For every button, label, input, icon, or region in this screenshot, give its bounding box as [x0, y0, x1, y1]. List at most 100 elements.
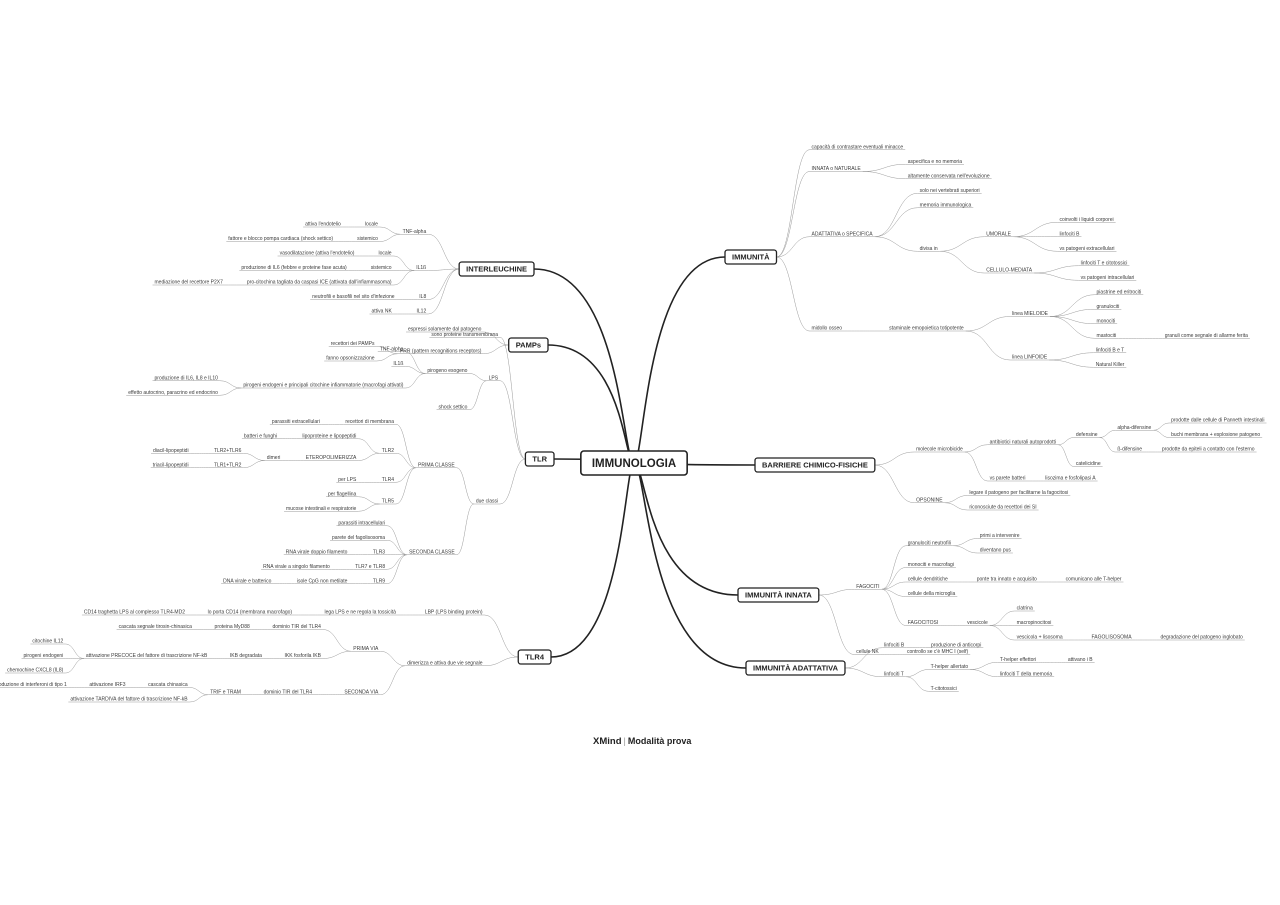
main-topic-box-barriere-chimico-fisiche[interactable] [754, 457, 876, 473]
main-topic-box-immunita[interactable] [724, 249, 778, 265]
topic-dimerizza-e-attiva-due-vie-segnale: dimerizza e attiva due vie segnale [407, 660, 483, 666]
topic-primi-a-intervenire: primi a intervenire [980, 533, 1020, 539]
trial-watermark: XMind|Modalità prova [593, 736, 691, 747]
topic-lo-porta-cd14-membrana-macrofago: lo porta CD14 (membrana macrofago) [208, 610, 293, 616]
topic-memoria-immunologica: memoria immunologica [920, 202, 972, 208]
topic-lega-lps-e-ne-regola-la-tossicita: lega LPS e ne regola la tossicità [324, 610, 396, 616]
main-topic-immunita-innata: IMMUNITÀ INNATA [745, 591, 812, 600]
topic-produzione-di-il6-il8-e-il10: produzione di IL6, IL8 e IL10 [155, 375, 219, 381]
topic-vescicole: vescicole [967, 620, 988, 626]
topic-per-flagellina: per flagellina [328, 491, 357, 497]
topic-antibiotici-naturali-autoprodotti: antibiotici naturali autoprodotti [990, 439, 1056, 445]
topic-vs-patogeni-intracellulari: vs patogeni intracellulari [1081, 275, 1135, 281]
central-topic-box[interactable] [580, 450, 688, 476]
topic-vasodilatazione-attiva-l-endotelio: vasodilatazione (attiva l'endotelio) [280, 251, 355, 257]
topic-catelicidine: catelicidine [1076, 461, 1101, 467]
main-topic-tlr4: TLR4 [525, 653, 545, 662]
topic-effetto-autocrino-paracrino-ed-endocrino: effetto autocrino, paracrino ed endocrin… [128, 390, 218, 396]
topic-lipoproteine-e-lipopeptidi: lipoproteine e lipopeptidi [302, 433, 356, 439]
topic-tnf-alpha: TNF-alpha [380, 346, 404, 352]
topic-pro-citochina-tagliata-da-caspasi-ice-at: pro-citochina tagliata da caspasi ICE (a… [247, 280, 392, 286]
topic-fagolisosoma: FAGOLISOSOMA [1092, 635, 1133, 641]
topic-diventano-pus: diventano pus [980, 548, 1012, 554]
watermark-mode: Modalità prova [627, 736, 692, 746]
topic-parassiti-extracellulari: parassiti extracellulari [272, 419, 320, 425]
topic-molecole-microbicide: molecole microbicide [916, 447, 963, 453]
topic-linfociti-b-e-t: linfociti B e T [1096, 347, 1125, 353]
topic-tlr2-tlr6: TLR2+TLR6 [214, 448, 242, 454]
topic-cascata-segnale-tirosin-chinasica: cascata segnale tirosin-chinasica [119, 624, 193, 630]
topic-capacita-di-contrastare-eventuali-minacc: capacità di contrastare eventuali minacc… [812, 144, 904, 150]
topic-produzione-di-anticorpi: produzione di anticorpi [931, 642, 981, 648]
central-topic: IMMUNOLOGIA [592, 458, 676, 470]
topic-t-helper-allertato: T-helper allertato [931, 664, 969, 670]
topic-sistemico: sistemico [371, 265, 392, 271]
topic-tlr2: TLR2 [382, 448, 394, 454]
topic-linfociti-t-della-memoria: linfociti T della memoria [1000, 671, 1053, 677]
topic-lps: LPS [489, 375, 499, 381]
topic-cellulo-mediata: CELLULO-MEDIATA [986, 268, 1033, 274]
topic-vescicola-lisosoma: vescicola + lisosoma [1017, 635, 1063, 641]
main-topic-box-tlr4[interactable] [517, 649, 552, 665]
topic-linea-mieloide: linea MIELOIDE [1012, 311, 1049, 317]
topic-difensine: ß-difensine [1117, 447, 1142, 453]
topic-trif-e-tram: TRIF e TRAM [210, 689, 241, 695]
topic-tlr4: TLR4 [382, 477, 394, 483]
topic-linfociti-b: linfociti B [1059, 231, 1080, 237]
topic-fagociti: FAGOCITI [856, 584, 879, 590]
topic-attivazione-irf3: attivazione IRF3 [89, 682, 125, 688]
topic-opsonine: OPSONINE [916, 497, 943, 503]
watermark-separator: | [623, 736, 626, 746]
topic-innata-o-naturale: INNATA o NATURALE [812, 166, 862, 172]
main-topic-box-tlr[interactable] [524, 451, 555, 467]
topic-divisa-in: divisa in [920, 246, 938, 252]
topic-lisozima-e-fosfolipasi-a: lisozima e fosfolipasi A [1045, 476, 1096, 482]
main-topic-box-immunita-adattativa[interactable] [745, 660, 846, 676]
main-topic-immunita-adattativa: IMMUNITÀ ADATTATIVA [753, 664, 839, 673]
topic-legare-il-patogeno-per-facilitarne-la-fa: legare il patogeno per facilitarne la fa… [969, 490, 1068, 496]
topic-per-lps: per LPS [338, 477, 357, 483]
main-topic-box-immunita-innata[interactable] [737, 587, 820, 603]
topic-isole-cpg-non-metilate: isole CpG non metilate [297, 578, 348, 584]
topic-ponte-tra-innato-e-acquisito: ponte tra innato e acquisito [977, 577, 1037, 583]
main-topic-box-pamps[interactable] [508, 337, 549, 353]
topic-cd14-traghetta-lps-al-complesso-tlr4-md2: CD14 traghetta LPS al complesso TLR4-MD2 [84, 610, 185, 616]
topic-fanno-opsonizzazione: fanno opsonizzazione [326, 356, 375, 362]
topic-comunicano-alle-t-helper: comunicano alle T-helper [1066, 577, 1122, 583]
topic-linfociti-t-e-citotossici: linfociti T e citotossici [1081, 260, 1128, 266]
topic-pirogeno-esogeno: pirogeno esogeno [427, 368, 467, 374]
topic-solo-nei-vertebrati-superiori: solo nei vertebrati superiori [920, 188, 980, 194]
topic-il1: IL1ß [416, 265, 426, 271]
main-topic-barriere-chimico-fisiche: BARRIERE CHIMICO-FISICHE [762, 461, 868, 470]
topic-t-helper-effettori: T-helper effettori [1000, 657, 1036, 663]
topic-degradazione-del-patogeno-inglobato: degradazione del patogeno inglobato [1160, 635, 1243, 641]
topic-attiva-l-endotelio: attiva l'endotelio [305, 222, 341, 228]
topic-locale: locale [365, 222, 378, 228]
topic-dimeri: dimeri [267, 455, 281, 461]
topic-chemochine-cxcl8-il8: chemochine CXCL8 (IL8) [7, 668, 63, 674]
topic-ikk-fosforila-ikb: IKK fosforila IKB [285, 653, 322, 659]
topic-seconda-classe: SECONDA CLASSE [409, 549, 455, 555]
topic-vs-patogeni-extracellulari: vs patogeni extracellulari [1059, 246, 1114, 252]
topic-pirogeni-endogeni-e-principali-citochine: pirogeni endogeni e principali citochine… [243, 383, 403, 389]
topic-diacil-lipopeptidi: diacil-lipopeptidi [153, 448, 189, 454]
topic-prodotte-dalle-cellule-di-panneth-intest: prodotte dalle cellule di Panneth intest… [1171, 418, 1264, 424]
topic-eteropolimerizza: ETEROPOLIMERIZZA [306, 455, 357, 461]
main-topic-box-interleuchine[interactable] [458, 261, 535, 277]
topic-coinvolti-i-liquidi-corporei: coinvolti i liquidi corporei [1059, 217, 1113, 223]
topic-recettori-di-membrana: recettori di membrana [345, 419, 394, 425]
topic-granulociti: granulociti [1097, 304, 1120, 310]
topic-il1: IL1ß [393, 361, 403, 367]
topic-parassiti-intracellulari: parassiti intracellulari [338, 520, 385, 526]
topic-staminale-emopoietica-totipotente: staminale emopoietica totipotente [889, 326, 964, 332]
topic-seconda-via: SECONDA VIA [344, 689, 379, 695]
topic-linea-linfoide: linea LINFOIDE [1012, 355, 1048, 361]
topic-produzione-di-interferoni-di-tipo-1: produzione di interferoni di tipo 1 [0, 682, 67, 688]
topic-prr-pattern-recognitions-receptors: PRR (pattern recognitions receptors) [400, 348, 482, 354]
topic-buchi-membrana-esplosione-patogeno: buchi membrana + esplosione patogeno [1171, 432, 1260, 438]
topic-tnf-alpha: TNF-alpha [403, 229, 427, 235]
topic-il8: IL8 [419, 294, 426, 300]
topic-proteina-myd88: proteina MyD88 [215, 624, 251, 630]
topic-cellule-dendritiche: cellule dendritiche [908, 577, 948, 583]
topic-prima-classe: PRIMA CLASSE [418, 462, 455, 468]
